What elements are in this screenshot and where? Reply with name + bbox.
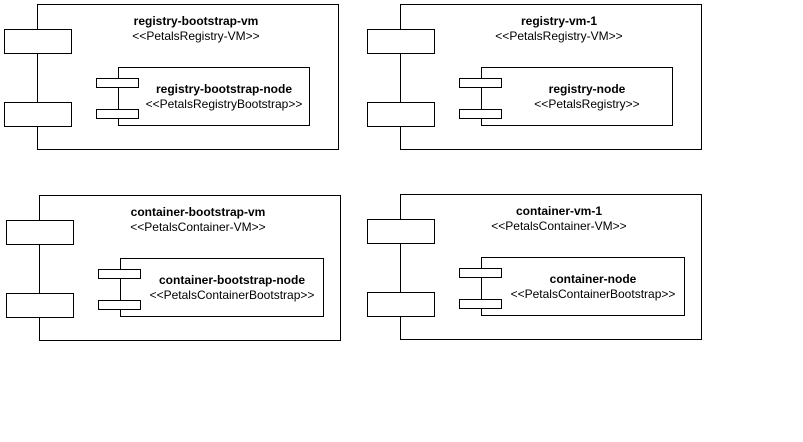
node-label: registry-node <<PetalsRegistry>> — [502, 82, 672, 111]
component-registry-vm-1[interactable]: registry-vm-1 <<PetalsRegistry-VM>> regi… — [367, 4, 702, 150]
component-icon-tab — [367, 29, 435, 54]
component-label: registry-vm-1 <<PetalsRegistry-VM>> — [417, 14, 701, 43]
node-label: registry-bootstrap-node <<PetalsRegistry… — [139, 82, 309, 111]
node-stereotype: <<PetalsRegistry>> — [534, 97, 640, 111]
component-icon-tab — [367, 219, 435, 244]
component-registry-bootstrap-node[interactable]: registry-bootstrap-node <<PetalsRegistry… — [96, 67, 310, 126]
node-label: container-bootstrap-node <<PetalsContain… — [141, 273, 323, 302]
component-stereotype: <<PetalsRegistry-VM>> — [495, 29, 623, 43]
node-name: container-node — [549, 272, 637, 286]
component-registry-node[interactable]: registry-node <<PetalsRegistry>> — [459, 67, 673, 126]
component-container-bootstrap-node[interactable]: container-bootstrap-node <<PetalsContain… — [98, 258, 324, 317]
component-icon-tab — [4, 102, 72, 127]
node-name: container-bootstrap-node — [159, 273, 305, 287]
component-name: container-vm-1 — [515, 204, 603, 218]
component-icon-tab — [459, 299, 502, 309]
node-label: container-node <<PetalsContainerBootstra… — [502, 272, 684, 301]
node-name: registry-bootstrap-node — [155, 82, 292, 96]
component-icon-tab — [367, 102, 435, 127]
component-label: container-bootstrap-vm <<PetalsContainer… — [56, 205, 340, 234]
component-icon-tab — [6, 293, 74, 318]
component-name: registry-bootstrap-vm — [133, 14, 259, 28]
component-name: registry-vm-1 — [520, 14, 598, 28]
component-name: container-bootstrap-vm — [130, 205, 266, 219]
component-label: registry-bootstrap-vm <<PetalsRegistry-V… — [54, 14, 338, 43]
component-label: container-vm-1 <<PetalsContainer-VM>> — [417, 204, 701, 233]
component-icon-tab — [4, 29, 72, 54]
component-container-node[interactable]: container-node <<PetalsContainerBootstra… — [459, 257, 685, 316]
node-name: registry-node — [548, 82, 626, 96]
component-icon-tab — [459, 78, 502, 88]
node-stereotype: <<PetalsContainerBootstrap>> — [149, 288, 315, 302]
component-icon-tab — [367, 292, 435, 317]
component-container-bootstrap-vm[interactable]: container-bootstrap-vm <<PetalsContainer… — [6, 195, 341, 341]
component-container-vm-1[interactable]: container-vm-1 <<PetalsContainer-VM>> co… — [367, 194, 702, 340]
component-icon-tab — [96, 78, 139, 88]
component-icon-tab — [98, 269, 141, 279]
component-stereotype: <<PetalsRegistry-VM>> — [132, 29, 260, 43]
component-icon-tab — [459, 109, 502, 119]
component-icon-tab — [96, 109, 139, 119]
component-icon-tab — [459, 268, 502, 278]
node-stereotype: <<PetalsContainerBootstrap>> — [510, 287, 676, 301]
component-stereotype: <<PetalsContainer-VM>> — [491, 219, 627, 233]
component-stereotype: <<PetalsContainer-VM>> — [130, 220, 266, 234]
node-stereotype: <<PetalsRegistryBootstrap>> — [145, 97, 303, 111]
component-icon-tab — [6, 220, 74, 245]
component-icon-tab — [98, 300, 141, 310]
component-registry-bootstrap-vm[interactable]: registry-bootstrap-vm <<PetalsRegistry-V… — [4, 4, 339, 150]
